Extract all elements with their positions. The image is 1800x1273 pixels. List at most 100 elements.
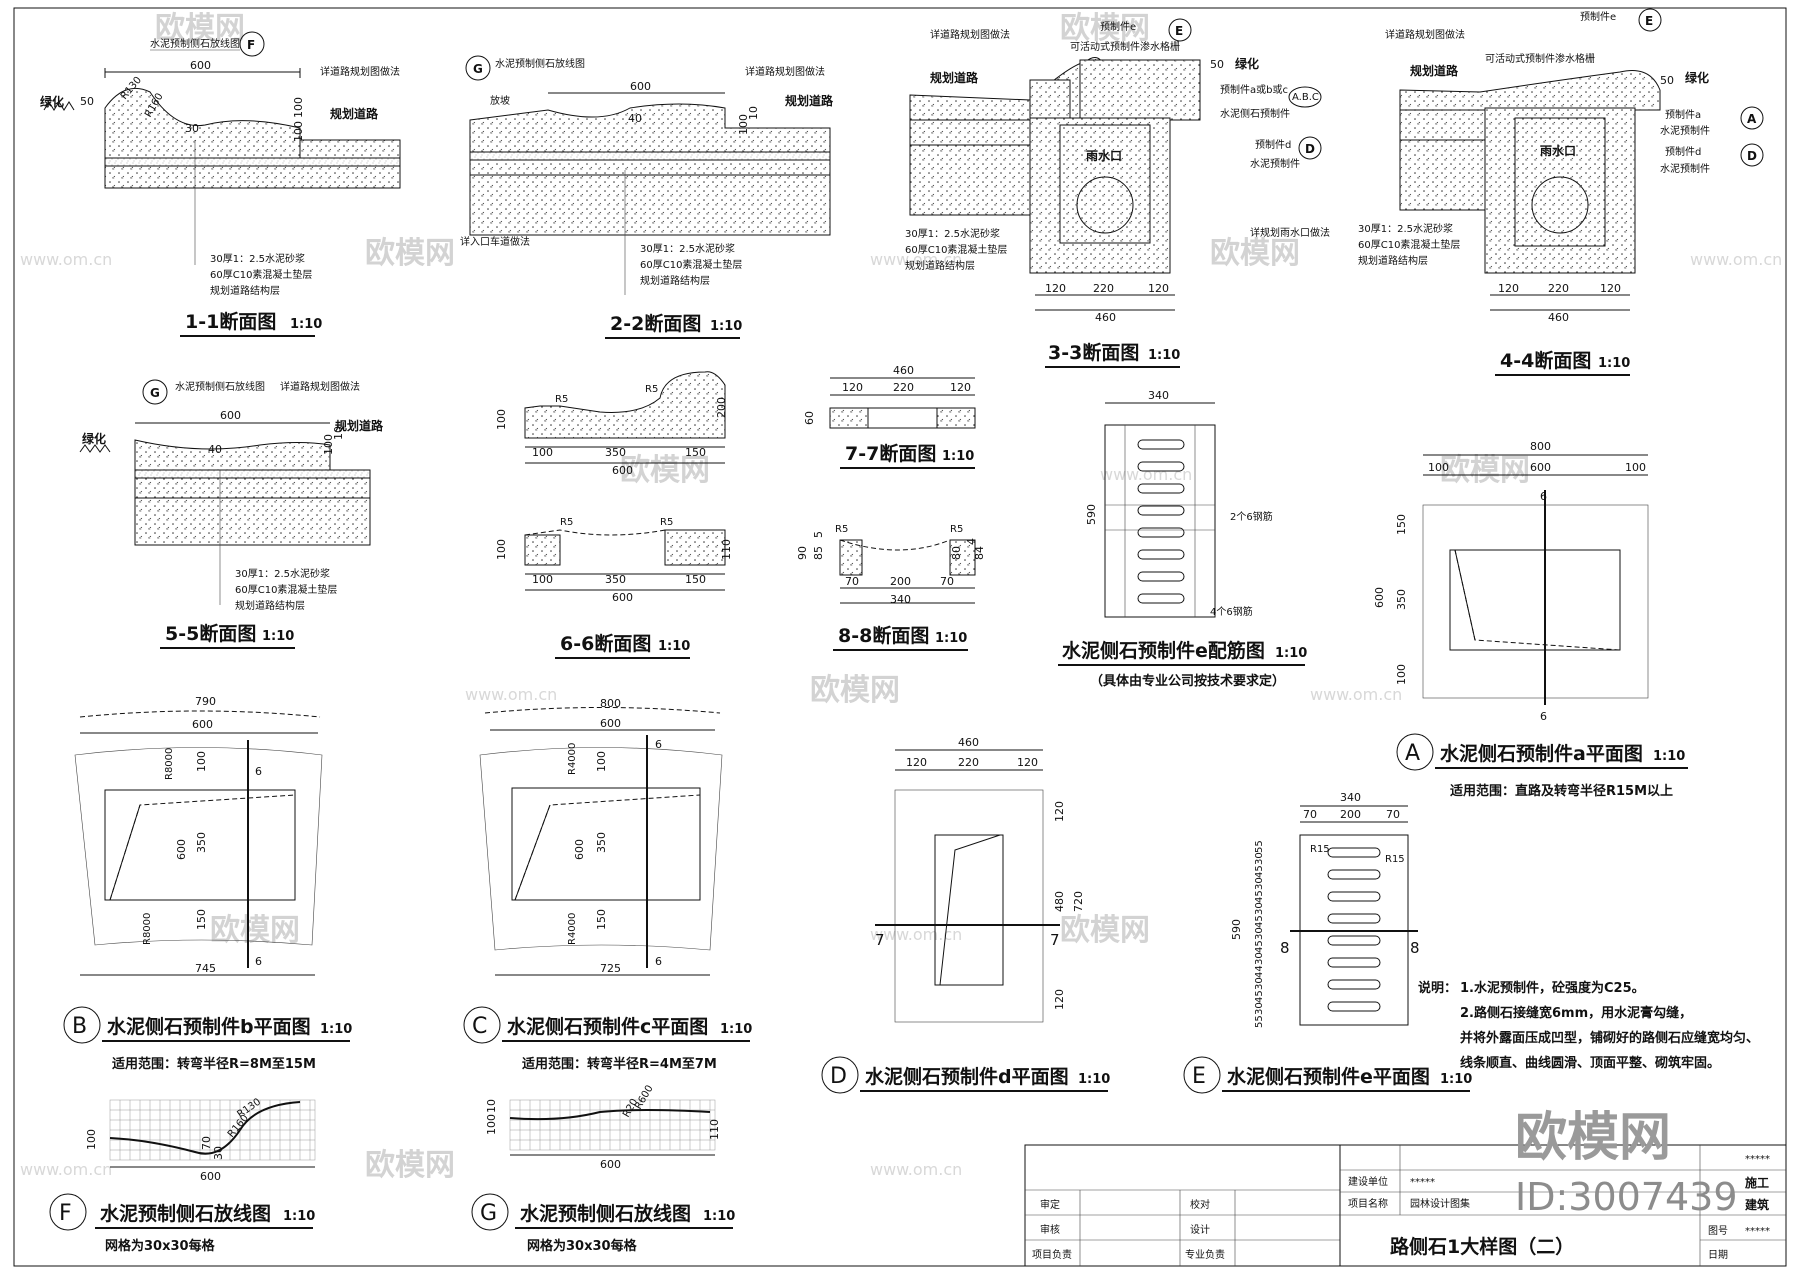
section-title: 5-5断面图 xyxy=(165,622,256,645)
dim-v: 45 xyxy=(1254,915,1265,928)
cut-label: 6 xyxy=(255,765,262,778)
dim-v: 30 xyxy=(1254,927,1265,940)
callout-text: 水泥预制侧石放线图 xyxy=(150,37,240,50)
dim-v: 55 xyxy=(1254,1015,1265,1028)
layout-scale: 1:10 xyxy=(703,1209,735,1224)
dim: 100 xyxy=(1625,461,1646,474)
layer-cushion: 60厚C10素混凝土垫层 xyxy=(1358,238,1460,251)
dim-h: 350 xyxy=(595,832,608,853)
watermark-text: 欧模网 xyxy=(365,236,455,271)
watermark-url: www.om.cn xyxy=(870,1160,962,1179)
plan-scale: 1:10 xyxy=(320,1022,352,1037)
inlet-note: 详入口车道做法 xyxy=(460,235,530,248)
dim-h: 600 xyxy=(175,839,188,860)
layer-base: 规划道路结构层 xyxy=(905,259,975,272)
part-d-2: 水泥预制件 xyxy=(1250,157,1300,170)
dim: 220 xyxy=(1548,282,1569,295)
plan-ref: C xyxy=(472,1014,487,1039)
section-scale: 1:10 xyxy=(1148,348,1180,363)
dim-h: 350 xyxy=(1395,589,1408,610)
callout-ref: E xyxy=(1175,24,1183,38)
dim: 120 xyxy=(1017,756,1038,769)
rebar-label: 2个6钢筋 xyxy=(1230,510,1273,523)
dim-h: 100 xyxy=(737,114,750,135)
dim-bottom: 745 xyxy=(195,962,216,975)
dim: 120 xyxy=(842,381,863,394)
dim-h: 30 xyxy=(212,1146,225,1160)
dim: 350 xyxy=(605,573,626,586)
dim-width: 600 xyxy=(600,1158,621,1171)
watermark-url: www.om.cn xyxy=(20,250,112,269)
callout-ref: A xyxy=(1747,112,1757,126)
title-block: 审定 校对 审核 设计 项目负责 专业负责 建设单位 ***** 项目名称 园林… xyxy=(1024,1144,1787,1267)
layer-mortar: 30厚1：2.5水泥砂浆 xyxy=(640,242,735,255)
radius: R5 xyxy=(555,394,568,405)
dim-bottom: 725 xyxy=(600,962,621,975)
dim-h: 100 xyxy=(195,751,208,772)
dim: 150 xyxy=(685,446,706,459)
dim-h: 600 xyxy=(573,839,586,860)
radius: R8000 xyxy=(142,913,153,945)
tb-value: ***** xyxy=(1745,1226,1770,1237)
dim-v: 30 xyxy=(1254,977,1265,990)
layer-base: 规划道路结构层 xyxy=(210,284,280,297)
callout-ref: D xyxy=(1747,149,1757,163)
watermark-url: www.om.cn xyxy=(1100,465,1192,484)
dim-h: 10 xyxy=(332,426,345,440)
dim-h: 150 xyxy=(195,909,208,930)
dim-h: 100 xyxy=(292,97,305,118)
dim-inner: 600 xyxy=(600,717,621,730)
part-d-2: 水泥预制件 xyxy=(1660,162,1710,175)
radius: R5 xyxy=(560,517,573,528)
dim-h: 100 xyxy=(495,409,508,430)
detail-ref: 详道路规划图做法 xyxy=(745,65,825,78)
part-a: 预制件a xyxy=(1665,108,1701,121)
watermark-text: 欧模网 xyxy=(810,673,900,708)
dim-h: 70 xyxy=(200,1136,213,1150)
dim-width: 600 xyxy=(630,80,651,93)
dim: 120 xyxy=(1045,282,1066,295)
plan-scale: 1:10 xyxy=(1653,749,1685,764)
watermark-url: www.om.cn xyxy=(465,685,557,704)
section-title: 8-8断面图 xyxy=(838,624,929,647)
cut-label: 6 xyxy=(1540,710,1547,723)
plan-ref: B xyxy=(72,1014,87,1039)
cut-label: 7 xyxy=(1050,931,1060,949)
dim-v: 30 xyxy=(1254,1002,1265,1015)
dim-h: 84 xyxy=(973,546,986,560)
watermark-text: 欧模网 xyxy=(1210,236,1300,271)
tb-value: ***** xyxy=(1410,1177,1435,1188)
dim-h: 100 xyxy=(292,121,305,142)
dim: 200 xyxy=(1340,808,1361,821)
callout-text: 水泥预制侧石放线图 xyxy=(175,380,265,393)
detail-ref: 详道路规划图做法 xyxy=(930,28,1010,41)
dim-h: 60 xyxy=(803,411,816,425)
dim: 70 xyxy=(1386,808,1400,821)
part-d: 预制件d xyxy=(1255,138,1291,151)
plan-c: 800 600 6 6 600 100 350 150 R4000 R4000 … xyxy=(463,697,752,1072)
dim-h: 120 xyxy=(1053,989,1066,1010)
dim-h: 600 xyxy=(1373,587,1386,608)
green-label: 绿化 xyxy=(1685,70,1709,85)
dim-total: 460 xyxy=(1095,311,1116,324)
layout-note: 网格为30x30每格 xyxy=(527,1238,638,1254)
tb-label: 审核 xyxy=(1040,1223,1060,1236)
dim: 100 xyxy=(532,446,553,459)
tb-value: ***** xyxy=(1745,1154,1770,1165)
road-label: 规划道路 xyxy=(1410,63,1459,78)
vertical-dims: 55 30 45 30 45 30 45 30 45 30 44 30 45 3… xyxy=(1254,840,1265,1028)
radius: R5 xyxy=(645,384,658,395)
watermark-url: www.om.cn xyxy=(870,250,962,269)
plan-title: 水泥侧石预制件e配筋图 xyxy=(1062,639,1265,662)
inlet-detail: 详规划雨水口做法 xyxy=(1250,226,1330,239)
dim-v: 45 xyxy=(1254,990,1265,1003)
radius: R160 xyxy=(226,1113,251,1140)
section-3-3: 详道路规划图做法 规划道路 预制件e E 可活动式预制件渗水格栅 绿化 50 4… xyxy=(905,18,1330,368)
part-a-2: 水泥预制件 xyxy=(1660,124,1710,137)
dim-h: 100 xyxy=(495,539,508,560)
dim-v: 44 xyxy=(1254,965,1265,978)
callout-ref: A.B.C xyxy=(1292,92,1319,103)
section-scale: 1:10 xyxy=(290,317,322,332)
watermark-url: www.om.cn xyxy=(1690,250,1782,269)
